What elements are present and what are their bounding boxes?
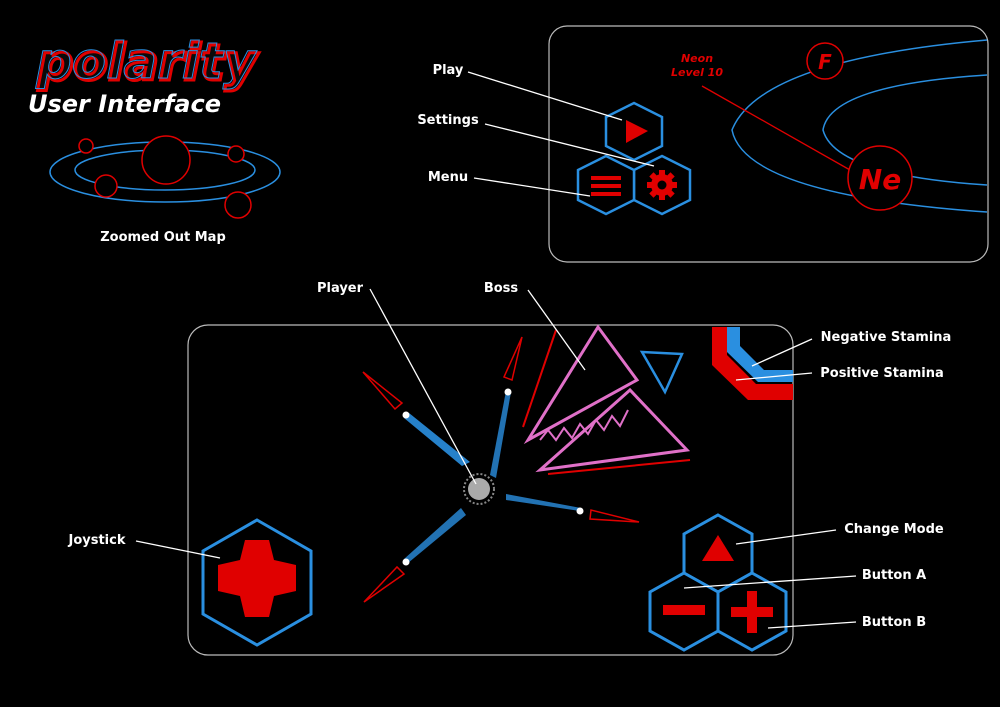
player-callout-line — [369, 288, 477, 485]
play-button[interactable] — [604, 101, 664, 162]
joystick-label: Joystick — [67, 533, 125, 548]
player-ship — [463, 473, 495, 505]
menu-callout-line — [473, 177, 591, 197]
button-b-callout-line — [767, 621, 857, 629]
plus-icon — [731, 591, 773, 633]
button-b[interactable] — [716, 571, 788, 652]
level-pointer-line — [701, 85, 851, 171]
triangle-icon — [702, 535, 734, 561]
gameplay-screen-panel — [187, 324, 794, 656]
change-mode-callout-line — [735, 529, 837, 545]
level-number: Level 10 — [671, 66, 723, 79]
positive-stamina-callout-line — [735, 372, 813, 381]
logo-outline: polarity — [35, 32, 258, 90]
current-element-label: Ne — [859, 163, 901, 196]
settings-callout-line — [484, 123, 655, 167]
boss-ship — [522, 324, 691, 475]
player-beams — [404, 391, 581, 563]
button-a-label: Button A — [862, 568, 926, 583]
play-icon — [626, 120, 648, 143]
boss-label: Boss — [484, 281, 519, 296]
player-label: Player — [317, 281, 364, 296]
minus-icon — [663, 605, 705, 615]
zoomed-out-map — [49, 135, 281, 219]
menu-label: Menu — [428, 170, 468, 185]
subtitle-text: User Interface — [28, 90, 221, 118]
level-name: Neon — [681, 52, 713, 65]
play-label: Play — [433, 63, 464, 78]
map-caption: Zoomed Out Map — [100, 230, 226, 245]
button-a-callout-line — [683, 575, 857, 589]
button-b-label: Button B — [862, 615, 926, 630]
menu-button[interactable] — [576, 154, 636, 216]
next-element-node[interactable]: F — [806, 42, 844, 80]
positive-stamina-label: Positive Stamina — [820, 366, 944, 381]
gear-icon — [647, 170, 677, 200]
logo-text: polarity — [37, 34, 260, 92]
boss-callout-line — [527, 289, 586, 371]
negative-stamina-bar — [727, 327, 793, 382]
joystick-callout-line — [135, 540, 221, 559]
next-element-label: F — [818, 50, 832, 74]
change-mode-label: Change Mode — [844, 522, 944, 537]
player-projectiles — [362, 336, 640, 603]
settings-button[interactable] — [632, 154, 692, 216]
play-callout-line — [467, 71, 623, 121]
positive-stamina-bar — [712, 327, 793, 400]
hamburger-icon — [591, 176, 621, 196]
menu-screen-panel — [548, 25, 989, 263]
settings-label: Settings — [417, 113, 479, 128]
dpad-icon — [218, 540, 296, 617]
joystick[interactable] — [201, 518, 313, 647]
negative-stamina-label: Negative Stamina — [821, 330, 952, 345]
stamina-meter — [712, 327, 793, 400]
negative-stamina-callout-line — [751, 338, 813, 367]
current-element-node[interactable]: Ne — [847, 145, 913, 211]
